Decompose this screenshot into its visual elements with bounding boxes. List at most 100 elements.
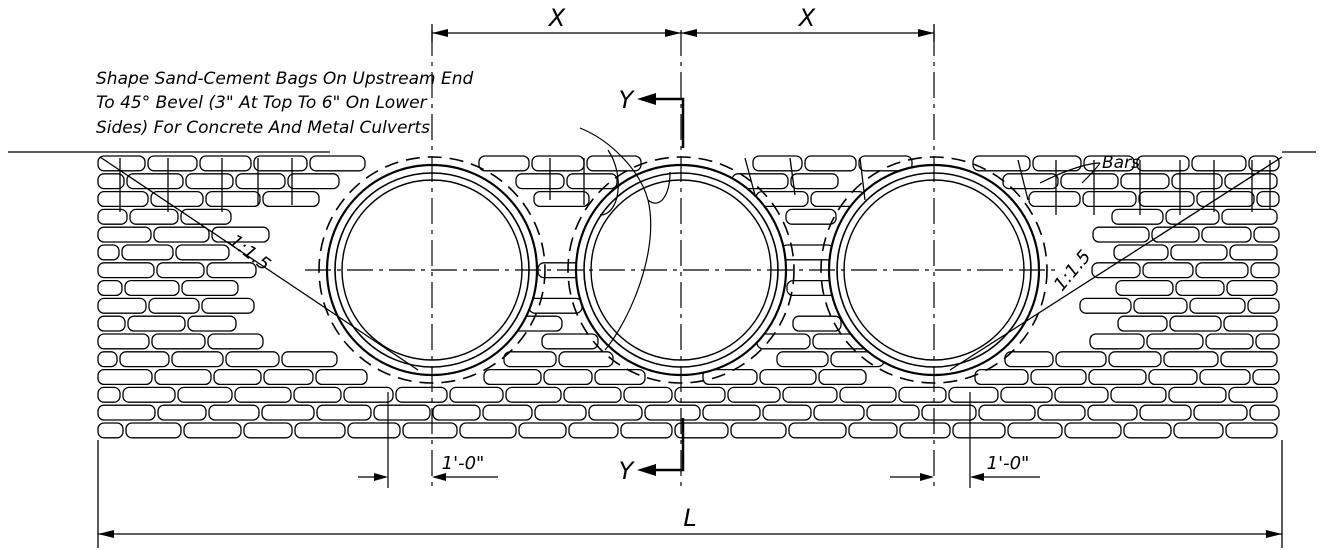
note-line-3: Sides) For Concrete And Metal Culverts <box>96 118 430 138</box>
sand-cement-bag <box>558 351 614 368</box>
sand-cement-bag <box>702 404 761 421</box>
sand-cement-bag <box>702 368 758 386</box>
note-line-2: To 45° Bevel (3" At Top To 6" On Lower <box>96 93 428 113</box>
sand-cement-bag <box>309 155 366 172</box>
sand-cement-bag <box>1229 244 1278 261</box>
sand-cement-bag <box>505 386 562 403</box>
sand-cement-bag <box>1255 333 1280 350</box>
sand-cement-bag <box>347 422 401 439</box>
sand-cement-bag <box>316 404 372 421</box>
sand-cement-bag <box>187 315 237 332</box>
sand-cement-bag <box>1089 333 1145 350</box>
sand-cement-bag <box>181 279 239 297</box>
sand-cement-bag <box>1221 208 1278 225</box>
sand-cement-bag <box>147 155 198 172</box>
reinforcing-bars <box>119 157 1271 215</box>
sand-cement-bag <box>1030 368 1087 386</box>
sand-cement-bag <box>1060 173 1119 190</box>
sand-cement-bag <box>1138 190 1195 208</box>
sand-cement-bag <box>185 173 234 190</box>
sand-cement-bag <box>1220 351 1278 368</box>
sand-cement-bag <box>866 404 920 421</box>
sand-cement-bag <box>263 368 314 386</box>
sand-cement-bag <box>129 208 179 225</box>
sand-cement-bag <box>97 155 146 172</box>
sand-cement-bag <box>1079 297 1132 314</box>
sand-cement-bag <box>148 297 200 314</box>
sand-cement-bag <box>343 386 394 403</box>
sand-cement-bag <box>503 351 557 368</box>
sand-cement-bag <box>1064 422 1122 439</box>
sand-cement-bag <box>1032 155 1082 172</box>
sand-cement-bag <box>293 386 342 403</box>
sand-cement-bag <box>531 155 585 172</box>
sand-cement-bag <box>1110 386 1167 403</box>
sand-cement-bag <box>1168 386 1227 403</box>
sand-cement-bag <box>899 422 951 439</box>
sand-cement-bag <box>294 422 346 439</box>
sand-cement-bag <box>235 173 286 190</box>
clearance-dimension-left <box>358 392 498 488</box>
sand-cement-bag <box>171 351 224 368</box>
sand-cement-bag <box>201 297 255 314</box>
sand-cement-bag <box>459 422 517 439</box>
sand-cement-bag <box>1000 386 1053 403</box>
sand-cement-bag <box>281 351 338 368</box>
sand-cement-bag <box>978 404 1036 421</box>
sand-cement-bag <box>97 262 155 279</box>
sand-cement-bag <box>1163 351 1219 368</box>
sand-cement-bag <box>261 404 315 421</box>
note-line-1: Shape Sand-Cement Bags On Upstream End <box>96 69 474 89</box>
sand-cement-bag <box>97 297 147 314</box>
sand-cement-bag <box>1146 333 1204 350</box>
sand-cement-bag <box>1175 279 1225 297</box>
sand-cement-bag <box>898 386 947 403</box>
sand-cement-bag <box>153 226 210 243</box>
sand-cement-bag <box>780 244 835 261</box>
sand-cement-bag <box>180 208 232 225</box>
sand-cement-bag <box>759 368 817 386</box>
slope-lines <box>99 156 1283 371</box>
sand-cement-bag <box>952 422 1006 439</box>
sand-cement-bag <box>234 386 292 403</box>
sand-cement-bag <box>124 279 180 297</box>
sand-cement-bag <box>1189 297 1246 314</box>
sand-cement-bag <box>1201 226 1252 243</box>
sand-cement-bag <box>756 333 811 350</box>
sand-cement-bag <box>762 404 812 421</box>
sand-cement-bag <box>790 173 839 190</box>
sand-cement-bag <box>97 173 125 190</box>
sand-cement-bag <box>157 404 207 421</box>
sand-cement-bag <box>839 386 897 403</box>
sand-cement-bag <box>478 155 530 172</box>
construction-note: Shape Sand-Cement Bags On Upstream End T… <box>96 69 474 138</box>
sand-cement-bag <box>1252 368 1280 386</box>
slope-label-right: 1:1.5 <box>1050 246 1096 295</box>
center-lines <box>305 30 1060 490</box>
sand-cement-bag <box>1191 155 1247 172</box>
sand-cement-bag <box>1253 226 1280 243</box>
sand-cement-bag <box>208 404 260 421</box>
sand-cement-bag <box>620 422 673 439</box>
sand-cement-bag <box>785 208 837 225</box>
sand-cement-bag <box>727 386 781 403</box>
sand-cement-bag <box>1115 279 1174 297</box>
sand-cement-bag <box>1223 315 1278 332</box>
sand-cement-bag <box>97 333 150 350</box>
sand-cement-bag <box>921 404 977 421</box>
sand-cement-bag <box>1055 351 1107 368</box>
dimension-length-label: L <box>683 504 696 532</box>
sand-cement-bag <box>1004 351 1054 368</box>
sand-cement-bag <box>1007 422 1063 439</box>
sand-cement-bag <box>674 386 726 403</box>
sand-cement-bag <box>1228 386 1278 403</box>
sand-cement-bag <box>97 226 152 243</box>
bars-label: Bars <box>1102 153 1140 173</box>
sand-cement-bag <box>1225 422 1278 439</box>
sand-cement-bag <box>121 244 174 261</box>
sand-cement-bag <box>674 422 729 439</box>
clearance-dimension-right <box>890 392 1040 488</box>
sand-cement-bag <box>483 368 542 386</box>
section-marker-top <box>637 93 685 148</box>
